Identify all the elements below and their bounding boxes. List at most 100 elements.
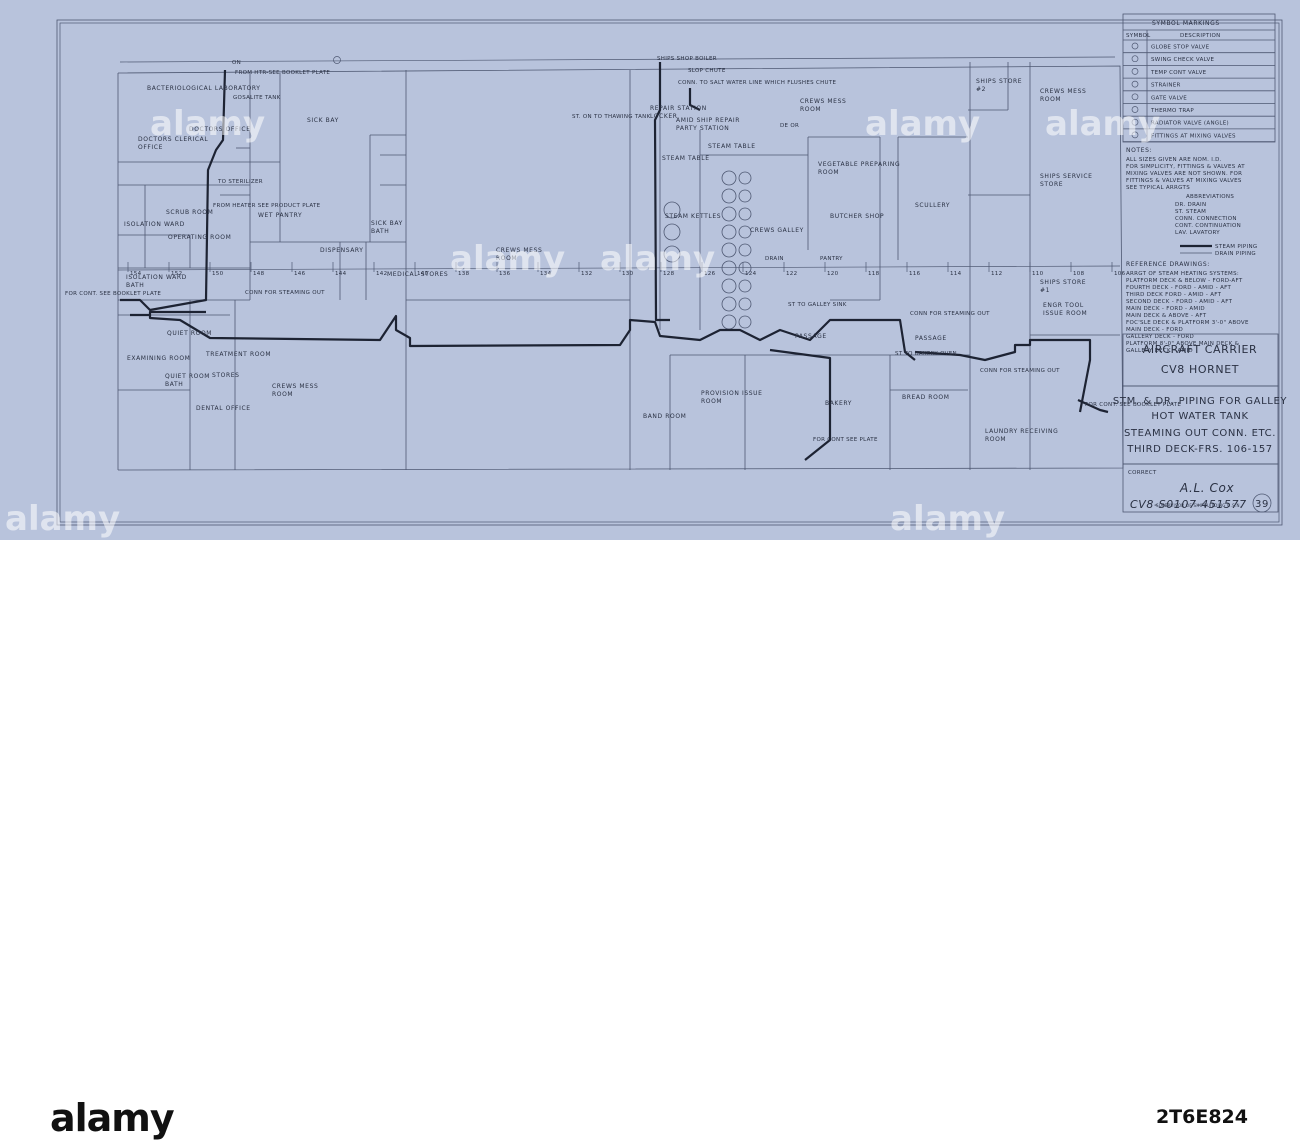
symbol-glyph — [1131, 106, 1139, 113]
pipe-run — [769, 348, 832, 461]
frame-number: 146 — [294, 271, 306, 277]
steam-table-unit — [738, 189, 752, 203]
watermark: alamy — [865, 104, 980, 144]
frame-number: 142 — [376, 271, 387, 277]
room-label: BATH — [371, 228, 389, 235]
pipe-note: CONN FOR STEAMING OUT — [980, 368, 1060, 374]
room-label: QUIET ROOM — [167, 330, 212, 337]
room-label: STEAM TABLE — [662, 155, 710, 162]
frame-number: 130 — [622, 271, 634, 277]
frame-number: 132 — [581, 271, 592, 277]
sheet-number: 39 — [1255, 499, 1269, 510]
steam-table-unit — [721, 260, 737, 276]
room-label: EXAMINING ROOM — [127, 355, 190, 362]
pipe-note: PANTRY — [820, 256, 843, 262]
steam-table-unit — [738, 279, 752, 293]
notes-line: MIXING VALVES ARE NOT SHOWN. FOR — [1126, 171, 1242, 177]
steam-kettle — [663, 201, 681, 219]
steam-table-unit — [721, 224, 737, 240]
ship-name: AIRCRAFT CARRIER — [1143, 343, 1258, 356]
steam-table-unit — [738, 207, 752, 221]
pipe-run — [148, 310, 916, 361]
sheet-number-circle — [1252, 493, 1272, 513]
frame-number: 124 — [745, 271, 757, 277]
stock-id: 2T6E824 — [1155, 1106, 1248, 1128]
frame-number: 144 — [335, 271, 347, 277]
room-label: ISSUE ROOM — [1043, 310, 1087, 317]
room-label: BAND ROOM — [643, 413, 686, 420]
room-label: BACTERIOLOGICAL LABORATORY — [147, 85, 261, 92]
room-label: #2 — [976, 86, 986, 93]
pipe-note: ST TO GALLEY SINK — [788, 302, 847, 308]
room-label: BAKERY — [825, 400, 852, 407]
room-label: OFFICE — [138, 144, 163, 151]
sheet-inner-border — [59, 22, 1280, 523]
room-label: ROOM — [1040, 96, 1061, 103]
room-label: SCULLERY — [915, 202, 950, 209]
room-label: STORES — [212, 372, 240, 379]
reference-line: GALLERY DECK - FORD — [1126, 334, 1194, 340]
pipe-note: FOR CONT SEE PLATE — [813, 437, 878, 443]
steam-table-unit — [721, 206, 737, 222]
pipe-note: DRAIN — [765, 256, 784, 262]
room-label: ISOLATION WARD — [126, 274, 187, 281]
frame-number: 152 — [171, 271, 182, 277]
abbreviation-line: CONT. CONTINUATION — [1175, 223, 1241, 229]
symbol-description: GATE VALVE — [1151, 95, 1187, 101]
room-label: SHIPS SERVICE — [1040, 173, 1093, 180]
frame-number: 148 — [253, 271, 265, 277]
room-label: BATH — [126, 282, 144, 289]
abbreviation-line: DR. DRAIN — [1175, 202, 1206, 208]
symbol-description: GLOBE STOP VALVE — [1151, 45, 1210, 51]
frame-number: 118 — [868, 271, 880, 277]
signature-caption: SUPERVISOR OF SHIPBUILDING U.S.N. — [1156, 503, 1241, 508]
legend-drain: DRAIN PIPING — [1215, 251, 1256, 257]
room-label: PASSAGE — [915, 335, 947, 342]
room-label: ROOM — [496, 255, 517, 262]
room-label: DOCTORS CLERICAL — [138, 136, 208, 143]
pipe-note: CONN FOR STEAMING OUT — [910, 311, 990, 317]
room-label: DOCTORS OFFICE — [189, 126, 251, 133]
symbol-col-header: SYMBOL — [1126, 33, 1151, 39]
room-label: STEAM TABLE — [708, 143, 756, 150]
room-label: ROOM — [800, 106, 821, 113]
reference-bubble — [333, 56, 341, 64]
reference-line: FOURTH DECK - FORD - AMID - AFT — [1126, 285, 1232, 291]
drawing-title-line1: STM. & DR. PIPING FOR GALLEY — [1113, 396, 1287, 407]
reference-line: THIRD DECK FORD - AMID - AFT — [1125, 292, 1222, 298]
room-label: BREAD ROOM — [902, 394, 950, 401]
steam-table-unit — [738, 243, 752, 257]
room-label: CREWS MESS — [496, 247, 542, 254]
room-label: PASSAGE — [795, 333, 827, 340]
catalog-number: CV8-S0107-451577 — [1130, 498, 1247, 511]
steam-table-unit — [738, 171, 752, 185]
reference-line: MAIN DECK & ABOVE - AFT — [1126, 313, 1207, 319]
room-label: SICK BAY — [307, 117, 339, 124]
pipe-note: CONN. TO SALT WATER LINE WHICH FLUSHES C… — [678, 80, 837, 86]
frame-number: 108 — [1073, 271, 1085, 277]
notes-line: FOR SIMPLICITY, FITTINGS & VALVES AT — [1126, 164, 1245, 170]
watermark: alamy — [890, 499, 1005, 539]
room-label: CREWS GALLEY — [750, 227, 804, 234]
watermark: alamy — [5, 499, 120, 539]
room-label: PROVISION ISSUE — [701, 390, 763, 397]
steam-table-unit — [721, 278, 737, 294]
pipe-note: ST. ON TO THAWING TANK — [572, 114, 651, 120]
notes-line: ALL SIZES GIVEN ARE NOM. I.D. — [1126, 157, 1222, 163]
abbreviation-line: LAV. LAVATORY — [1175, 230, 1220, 236]
room-label: STORE — [1040, 181, 1063, 188]
frame-number: 114 — [950, 271, 962, 277]
drawing-title-line4: THIRD DECK-FRS. 106-157 — [1126, 444, 1273, 455]
pipe-note: FROM HTR-SEE BOOKLET PLATE — [235, 70, 330, 76]
frame-number: 136 — [499, 271, 511, 277]
brand-logo[interactable]: alamy — [50, 1096, 175, 1140]
room-label: ROOM — [701, 398, 722, 405]
pipe-note: SLOP CHUTE — [688, 68, 726, 74]
reference-line: PLATFORM DECK & BELOW - FORD-AFT — [1126, 278, 1243, 284]
frame-number: 134 — [540, 271, 552, 277]
room-label: WET PANTRY — [258, 212, 302, 219]
symbol-glyph — [1131, 68, 1139, 75]
room-label: SHIPS STORE — [1040, 279, 1086, 286]
